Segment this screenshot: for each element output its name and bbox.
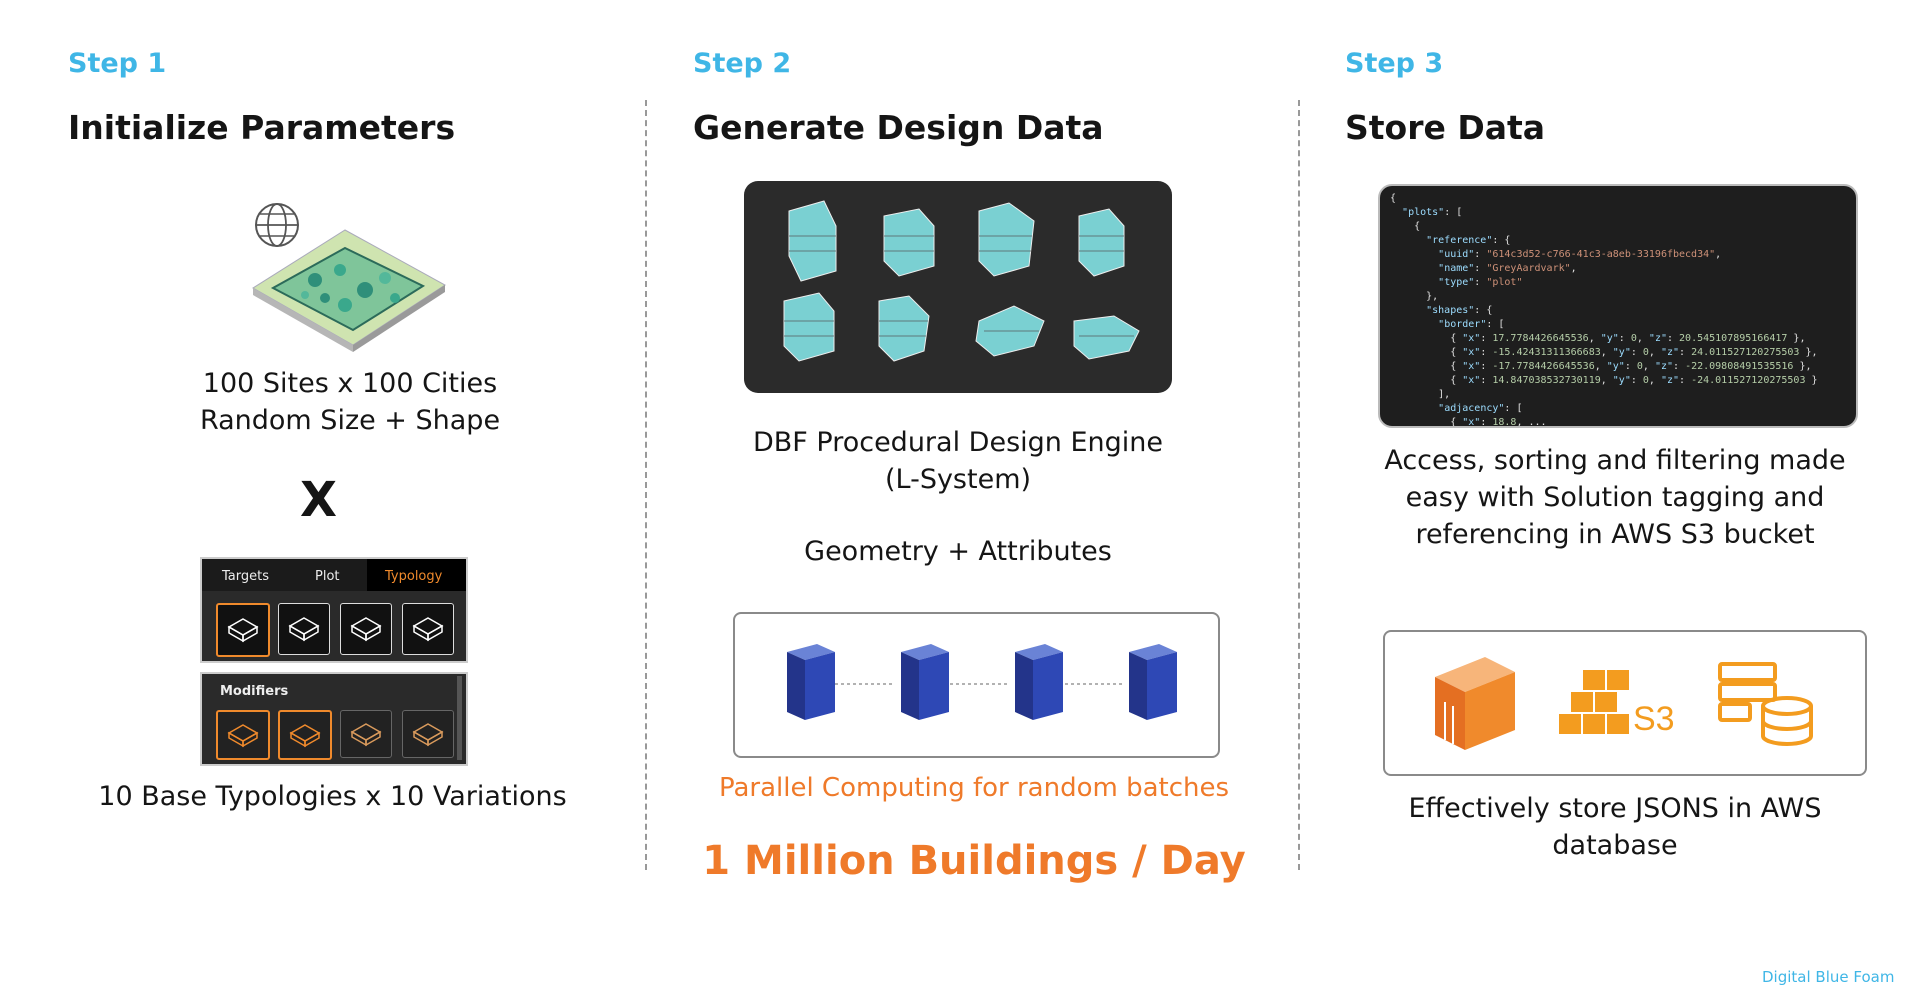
- code-bx3: 14.847038532730119: [1492, 375, 1601, 386]
- aws-icons: S3: [1435, 657, 1813, 750]
- s3-label: S3: [1633, 700, 1675, 738]
- brand-footer: Digital Blue Foam: [1762, 968, 1895, 986]
- code-by0: 0: [1630, 333, 1637, 344]
- server-icon: [901, 644, 949, 720]
- typology-option[interactable]: [340, 603, 392, 655]
- divider-2: [1298, 100, 1300, 870]
- access-description: Access, sorting and filtering made easy …: [1384, 445, 1846, 550]
- buildings-illustration: [783, 200, 1140, 362]
- s3-icon: [1559, 670, 1629, 734]
- modifiers-panel: Modifiers: [200, 672, 468, 766]
- site-illustration: [252, 203, 446, 352]
- globe-icon: [255, 203, 299, 247]
- modifier-option[interactable]: [340, 710, 392, 758]
- step-2-label: Step 2: [693, 48, 792, 79]
- servers-illustration: [787, 644, 1177, 720]
- tab-targets[interactable]: Targets: [222, 569, 269, 584]
- code-bz2: -22.09808491535516: [1685, 361, 1794, 372]
- engine-description: DBF Procedural Design Engine (L-System): [752, 427, 1164, 495]
- buildings-render: [744, 181, 1172, 393]
- server-icon: [1015, 644, 1063, 720]
- ec2-icon: [1435, 657, 1515, 750]
- step-1-label: Step 1: [68, 48, 167, 79]
- typologies-caption: 10 Base Typologies x 10 Variations: [98, 781, 567, 812]
- parallel-servers-box: [733, 612, 1220, 758]
- step-3-label: Step 3: [1345, 48, 1444, 79]
- code-bx0: 17.7784426645536: [1492, 333, 1589, 344]
- code-by3: 0: [1642, 375, 1649, 386]
- tab-typology[interactable]: Typology: [385, 569, 443, 584]
- step-2-heading: Generate Design Data: [693, 108, 1104, 147]
- scrollbar[interactable]: [457, 676, 462, 760]
- multiply-sign: X: [300, 472, 338, 528]
- store-description: Effectively store JSONS in AWS database: [1408, 793, 1822, 861]
- code-by2: 0: [1636, 361, 1643, 372]
- modifier-option[interactable]: [216, 710, 270, 760]
- typology-panel: Targets Plot Typology: [200, 557, 468, 663]
- code-adj: 18.8: [1492, 417, 1517, 428]
- code-name: GreyAardvark: [1492, 263, 1565, 274]
- typology-option[interactable]: [216, 603, 270, 657]
- divider-1: [645, 100, 647, 870]
- code-bz1: 24.011527120275503: [1691, 347, 1800, 358]
- modifiers-label: Modifiers: [220, 684, 289, 699]
- server-icon: [787, 644, 835, 720]
- server-icon: [1129, 644, 1177, 720]
- code-bx1: -15.42431311366683: [1492, 347, 1601, 358]
- code-bx2: -17.7784426645536: [1492, 361, 1595, 372]
- database-server-icon: [1718, 662, 1813, 746]
- aws-services-box: S3: [1383, 630, 1867, 776]
- code-bz0: 20.545107895166417: [1679, 333, 1788, 344]
- code-type: plot: [1492, 277, 1517, 288]
- modifier-option[interactable]: [402, 710, 454, 758]
- json-code-preview: { "plots": [ { "reference": { "uuid": "6…: [1378, 184, 1858, 428]
- sites-description: 100 Sites x 100 Cities Random Size + Sha…: [199, 368, 501, 436]
- geometry-attributes: Geometry + Attributes: [804, 536, 1112, 567]
- modifier-option[interactable]: [278, 710, 332, 760]
- code-bz3: -24.011527120275503: [1691, 375, 1806, 386]
- tab-plot[interactable]: Plot: [315, 569, 340, 584]
- step-1-heading: Initialize Parameters: [68, 108, 456, 147]
- typology-option[interactable]: [402, 603, 454, 655]
- rate-caption: 1 Million Buildings / Day: [702, 838, 1246, 884]
- code-uuid: 614c3d52-c766-41c3-a8eb-33196fbecd34: [1492, 249, 1710, 260]
- step-3-heading: Store Data: [1345, 108, 1546, 147]
- parallel-caption: Parallel Computing for random batches: [718, 773, 1230, 803]
- typology-option[interactable]: [278, 603, 330, 655]
- code-by1: 0: [1642, 347, 1649, 358]
